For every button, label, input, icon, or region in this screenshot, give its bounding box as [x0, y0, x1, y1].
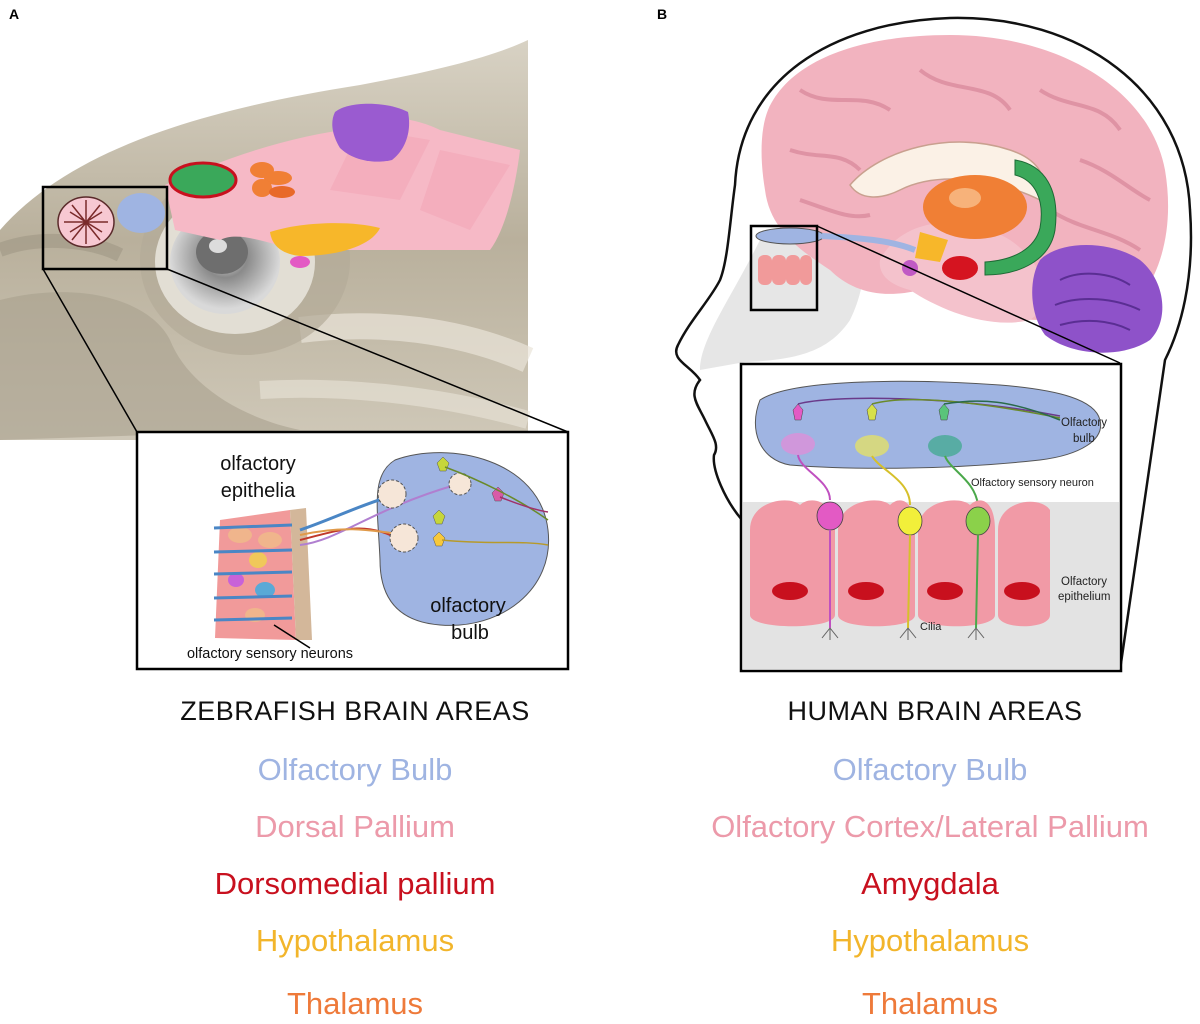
zebrafish-legend-item-4: Hypothalamus [255, 923, 455, 958]
zebrafish-legend-item-5: Thalamus [286, 986, 424, 1021]
human-brain [755, 35, 1169, 353]
human-legend-item-3: Amygdala [861, 866, 999, 901]
label-olfactory-bulb-a-line1: olfactory [430, 595, 506, 617]
label-cilia: Cilia [920, 621, 942, 633]
human-zoom-box [749, 224, 819, 312]
hypothalamus-region [270, 223, 380, 256]
zoom-line-upper [816, 225, 1121, 364]
dorsomedial-pallium-region [168, 161, 238, 199]
human-inset-labels: Olfactory bulb Olfactory sensory neuron … [920, 417, 1110, 633]
zebrafish-olfactory-bulb-region [117, 193, 165, 233]
mitral-cells [432, 456, 549, 547]
label-olfactory-epithelia-line2: epithelia [221, 480, 296, 502]
label-olfactory-epithelia-line1: olfactory [220, 453, 296, 475]
human-legend-item-5: Thalamus [861, 986, 999, 1021]
human-inset [739, 362, 1123, 673]
zebrafish-inset [135, 430, 570, 671]
thalamus-human-region [923, 175, 1027, 239]
zebrafish-zoom-box [41, 185, 169, 271]
glomeruli [377, 472, 472, 553]
cerebellum-region [1032, 245, 1163, 353]
zebrafish-legend-item-2: Dorsal Pallium [255, 809, 455, 844]
human-legend-item-4: Hypothalamus [830, 923, 1030, 958]
label-olfactory-sensory-neuron: Olfactory sensory neuron [971, 477, 1094, 489]
label-olfactory-bulb-a-line2: bulb [451, 622, 489, 644]
label-olfactory-epithelium-line1: Olfactory [1061, 576, 1107, 588]
panel-b-letter: B [657, 6, 668, 22]
human-legend-item-1: Olfactory Bulb [832, 752, 1028, 787]
olfactory-rosette [57, 196, 115, 248]
olfactory-epithelia-drawing [213, 508, 312, 640]
human-olfactory-bulb-region [755, 227, 825, 245]
label-olfactory-bulb-b-line2: bulb [1073, 433, 1095, 445]
label-olfactory-epithelium-line2: epithelium [1058, 591, 1110, 603]
optic-tectum-region [332, 103, 410, 162]
label-olfactory-bulb-b-line1: Olfactory [1061, 417, 1107, 429]
zebrafish-heading: ZEBRAFISH BRAIN AREAS [180, 696, 530, 726]
panel-a-letter: A [9, 6, 20, 22]
zoom-line-right [166, 268, 569, 433]
amygdala-region [942, 256, 978, 280]
zoom-box-epithelium-thumbnail [758, 255, 812, 285]
cilia [821, 627, 985, 640]
zebrafish-brain [57, 103, 520, 268]
zebrafish-inset-labels: olfactory epithelia olfactory bulb olfac… [187, 453, 506, 662]
human-heading: HUMAN BRAIN AREAS [787, 696, 1083, 726]
thalamus-region [250, 162, 295, 198]
zebrafish-legend-item-1: Olfactory Bulb [257, 752, 453, 787]
hippocampus-region [984, 159, 1057, 276]
human-legend-item-2: Olfactory Cortex/Lateral Pallium [711, 809, 1149, 844]
sensory-axons [797, 454, 979, 506]
zoom-line-left [42, 268, 138, 433]
label-olfactory-sensory-neurons: olfactory sensory neurons [187, 646, 353, 662]
mitral-cells-human [792, 397, 1061, 421]
zebrafish-legend-item-3: Dorsomedial pallium [214, 866, 496, 901]
glomeruli-human [781, 433, 962, 457]
hypothalamus-human-region [915, 232, 948, 262]
sensory-neuron-cells [816, 501, 991, 629]
